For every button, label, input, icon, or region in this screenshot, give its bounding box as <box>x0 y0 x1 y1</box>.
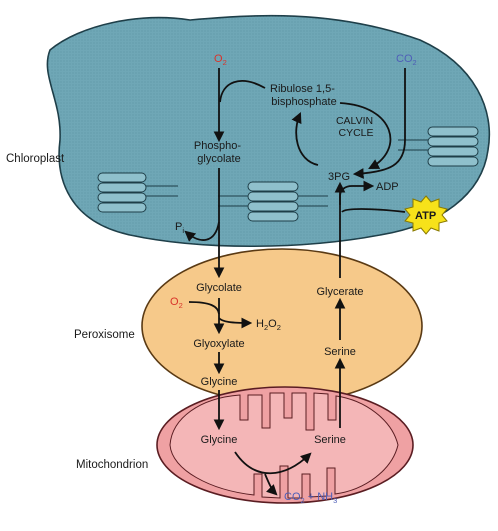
arrow-o2-in <box>188 301 220 315</box>
mitochondrion <box>156 386 414 504</box>
arrow-ribulose-to-phosphoglycolate <box>219 80 266 103</box>
label-peroxisome: Peroxisome <box>74 329 135 341</box>
label-3pg: 3PG <box>328 171 350 183</box>
atp-burst <box>404 195 448 235</box>
arrow-co2-to-3pg <box>352 68 406 179</box>
glycolate: Glycolate <box>196 282 242 294</box>
o2-mid: O2 <box>170 296 183 310</box>
glyoxylate: Glyoxylate <box>193 338 244 350</box>
glycine-perox: Glycine <box>201 376 238 388</box>
label-chloroplast: Chloroplast <box>6 153 65 165</box>
calvin-arc-left <box>291 112 319 166</box>
granum-right <box>398 126 479 167</box>
peroxisome <box>141 248 423 404</box>
label-atp: ATP <box>415 210 436 222</box>
ribulose-bisphosphate: Ribulose 1,5- bisphosphate <box>270 83 338 108</box>
o2-top: O2 <box>214 53 227 67</box>
arrow-glycine-to-serine <box>234 451 312 475</box>
granum-left <box>97 172 178 213</box>
chloroplast <box>46 14 491 248</box>
co2-top: CO2 <box>396 53 417 67</box>
glycerate-label: Glycerate <box>316 286 363 298</box>
label-pi: Pi <box>175 221 184 235</box>
phosphoglycolate: Phospho- glycolate <box>194 140 244 165</box>
serine-mito: Serine <box>314 434 346 446</box>
label-adp: ADP <box>376 181 399 193</box>
arrow-atp-in <box>341 208 406 213</box>
calvin-arc-top <box>339 102 392 169</box>
calvin-cycle: CALVIN CYCLE <box>336 115 376 139</box>
label-mitochondrion: Mitochondrion <box>76 459 148 471</box>
arrow-pi-release <box>184 221 220 242</box>
pathway-arrows <box>184 68 406 496</box>
serine-perox: Serine <box>324 346 356 358</box>
granum-middle <box>218 181 328 222</box>
arrow-h2o2-out <box>218 317 253 329</box>
co2-nh3: CO2 + NH3 <box>284 491 337 505</box>
arrow-co2-release <box>264 473 278 496</box>
h2o2: H2O2 <box>256 318 281 332</box>
glycine-mito: Glycine <box>201 434 238 446</box>
